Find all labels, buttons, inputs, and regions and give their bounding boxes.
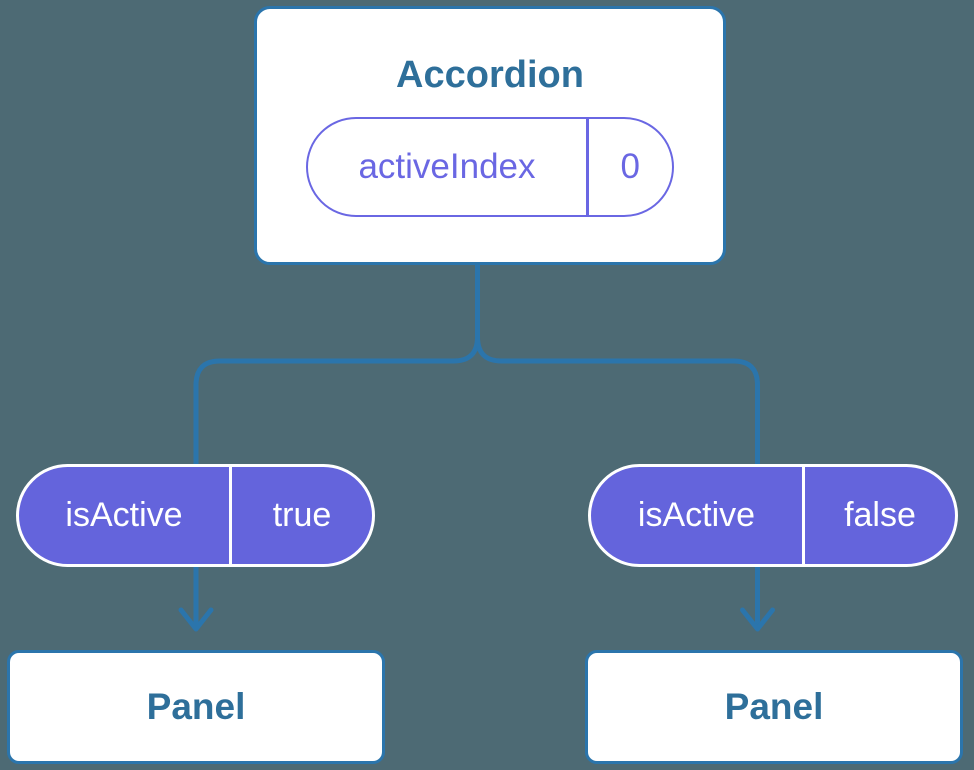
state-pill-label: activeIndex: [358, 147, 536, 186]
connector-right-branch: [475, 265, 760, 627]
arrowhead-left: [178, 607, 214, 632]
panel-component-card-left: Panel: [7, 650, 385, 764]
prop-pill-divider: [802, 467, 805, 564]
panel-component-card-right: Panel: [585, 650, 963, 764]
accordion-component-card: Accordion activeIndex 0: [254, 6, 726, 265]
state-pill-divider: [586, 119, 589, 215]
prop-pill-isactive-false: isActive false: [588, 464, 958, 567]
prop-pill-label: isActive: [65, 496, 183, 534]
panel-label: Panel: [724, 686, 824, 727]
prop-pill-value: true: [272, 496, 332, 534]
prop-pill-label: isActive: [637, 496, 756, 534]
prop-pill-value: false: [844, 496, 916, 534]
connector-left-branch: [193, 265, 480, 627]
panel-label: Panel: [146, 686, 246, 727]
state-pill-value: 0: [620, 147, 640, 186]
accordion-title: Accordion: [396, 54, 584, 96]
prop-pill-isactive-true: isActive true: [16, 464, 375, 567]
arrowhead-right: [740, 607, 775, 632]
prop-pill-divider: [229, 467, 232, 564]
state-pill: activeIndex 0: [306, 117, 674, 217]
